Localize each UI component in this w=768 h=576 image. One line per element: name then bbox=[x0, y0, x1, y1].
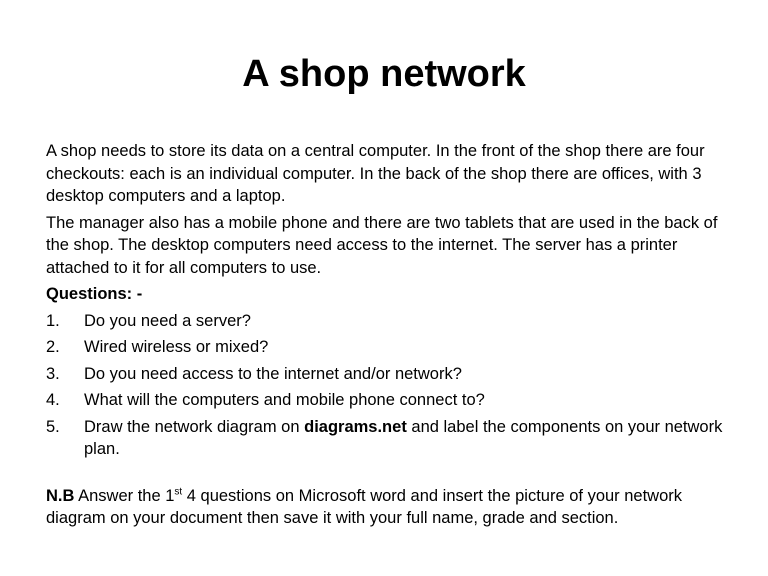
intro-paragraph-1: A shop needs to store its data on a cent… bbox=[46, 142, 705, 205]
question-number: 4. bbox=[46, 391, 60, 409]
note-text-part: 4 questions on Microsoft word and insert… bbox=[46, 486, 683, 528]
question-text: Draw the network diagram on diagrams.net… bbox=[84, 416, 736, 461]
note-text-part: Answer the 1 bbox=[74, 486, 175, 505]
question-item-4: 4. What will the computers and mobile ph… bbox=[46, 389, 736, 412]
note-superscript: st bbox=[174, 486, 183, 497]
note-paragraph: N.B Answer the 1st 4 questions on Micros… bbox=[46, 485, 736, 530]
question-text-part: and label the components on your network… bbox=[84, 417, 723, 459]
question-item-2: 2. Wired wireless or mixed? bbox=[46, 336, 736, 359]
question-item-5: 5. Draw the network diagram on diagrams.… bbox=[46, 416, 736, 461]
question-item-1: 1. Do you need a server? bbox=[46, 310, 736, 333]
intro-paragraph-2: The manager also has a mobile phone and … bbox=[46, 213, 718, 277]
question-text: Do you need a server? bbox=[84, 311, 251, 330]
question-number: 5. bbox=[46, 417, 60, 436]
question-item-3: 3. Do you need access to the internet an… bbox=[46, 363, 736, 386]
slide-body: A shop needs to store its data on a cent… bbox=[46, 140, 736, 530]
question-text: Wired wireless or mixed? bbox=[84, 338, 269, 356]
question-number: 1. bbox=[46, 311, 60, 330]
diagrams-net-text: diagrams.net bbox=[304, 417, 407, 436]
questions-list: 1. Do you need a server? 2. Wired wirele… bbox=[46, 310, 736, 461]
question-number: 2. bbox=[46, 338, 60, 356]
slide-title: A shop network bbox=[242, 53, 526, 95]
question-number: 3. bbox=[46, 364, 60, 383]
questions-heading: Questions: - bbox=[46, 285, 143, 303]
note-label: N.B bbox=[46, 486, 75, 505]
question-text-part: Draw the network diagram on bbox=[84, 417, 305, 436]
question-text: What will the computers and mobile phone… bbox=[84, 391, 485, 409]
question-text: Do you need access to the internet and/o… bbox=[84, 364, 462, 383]
